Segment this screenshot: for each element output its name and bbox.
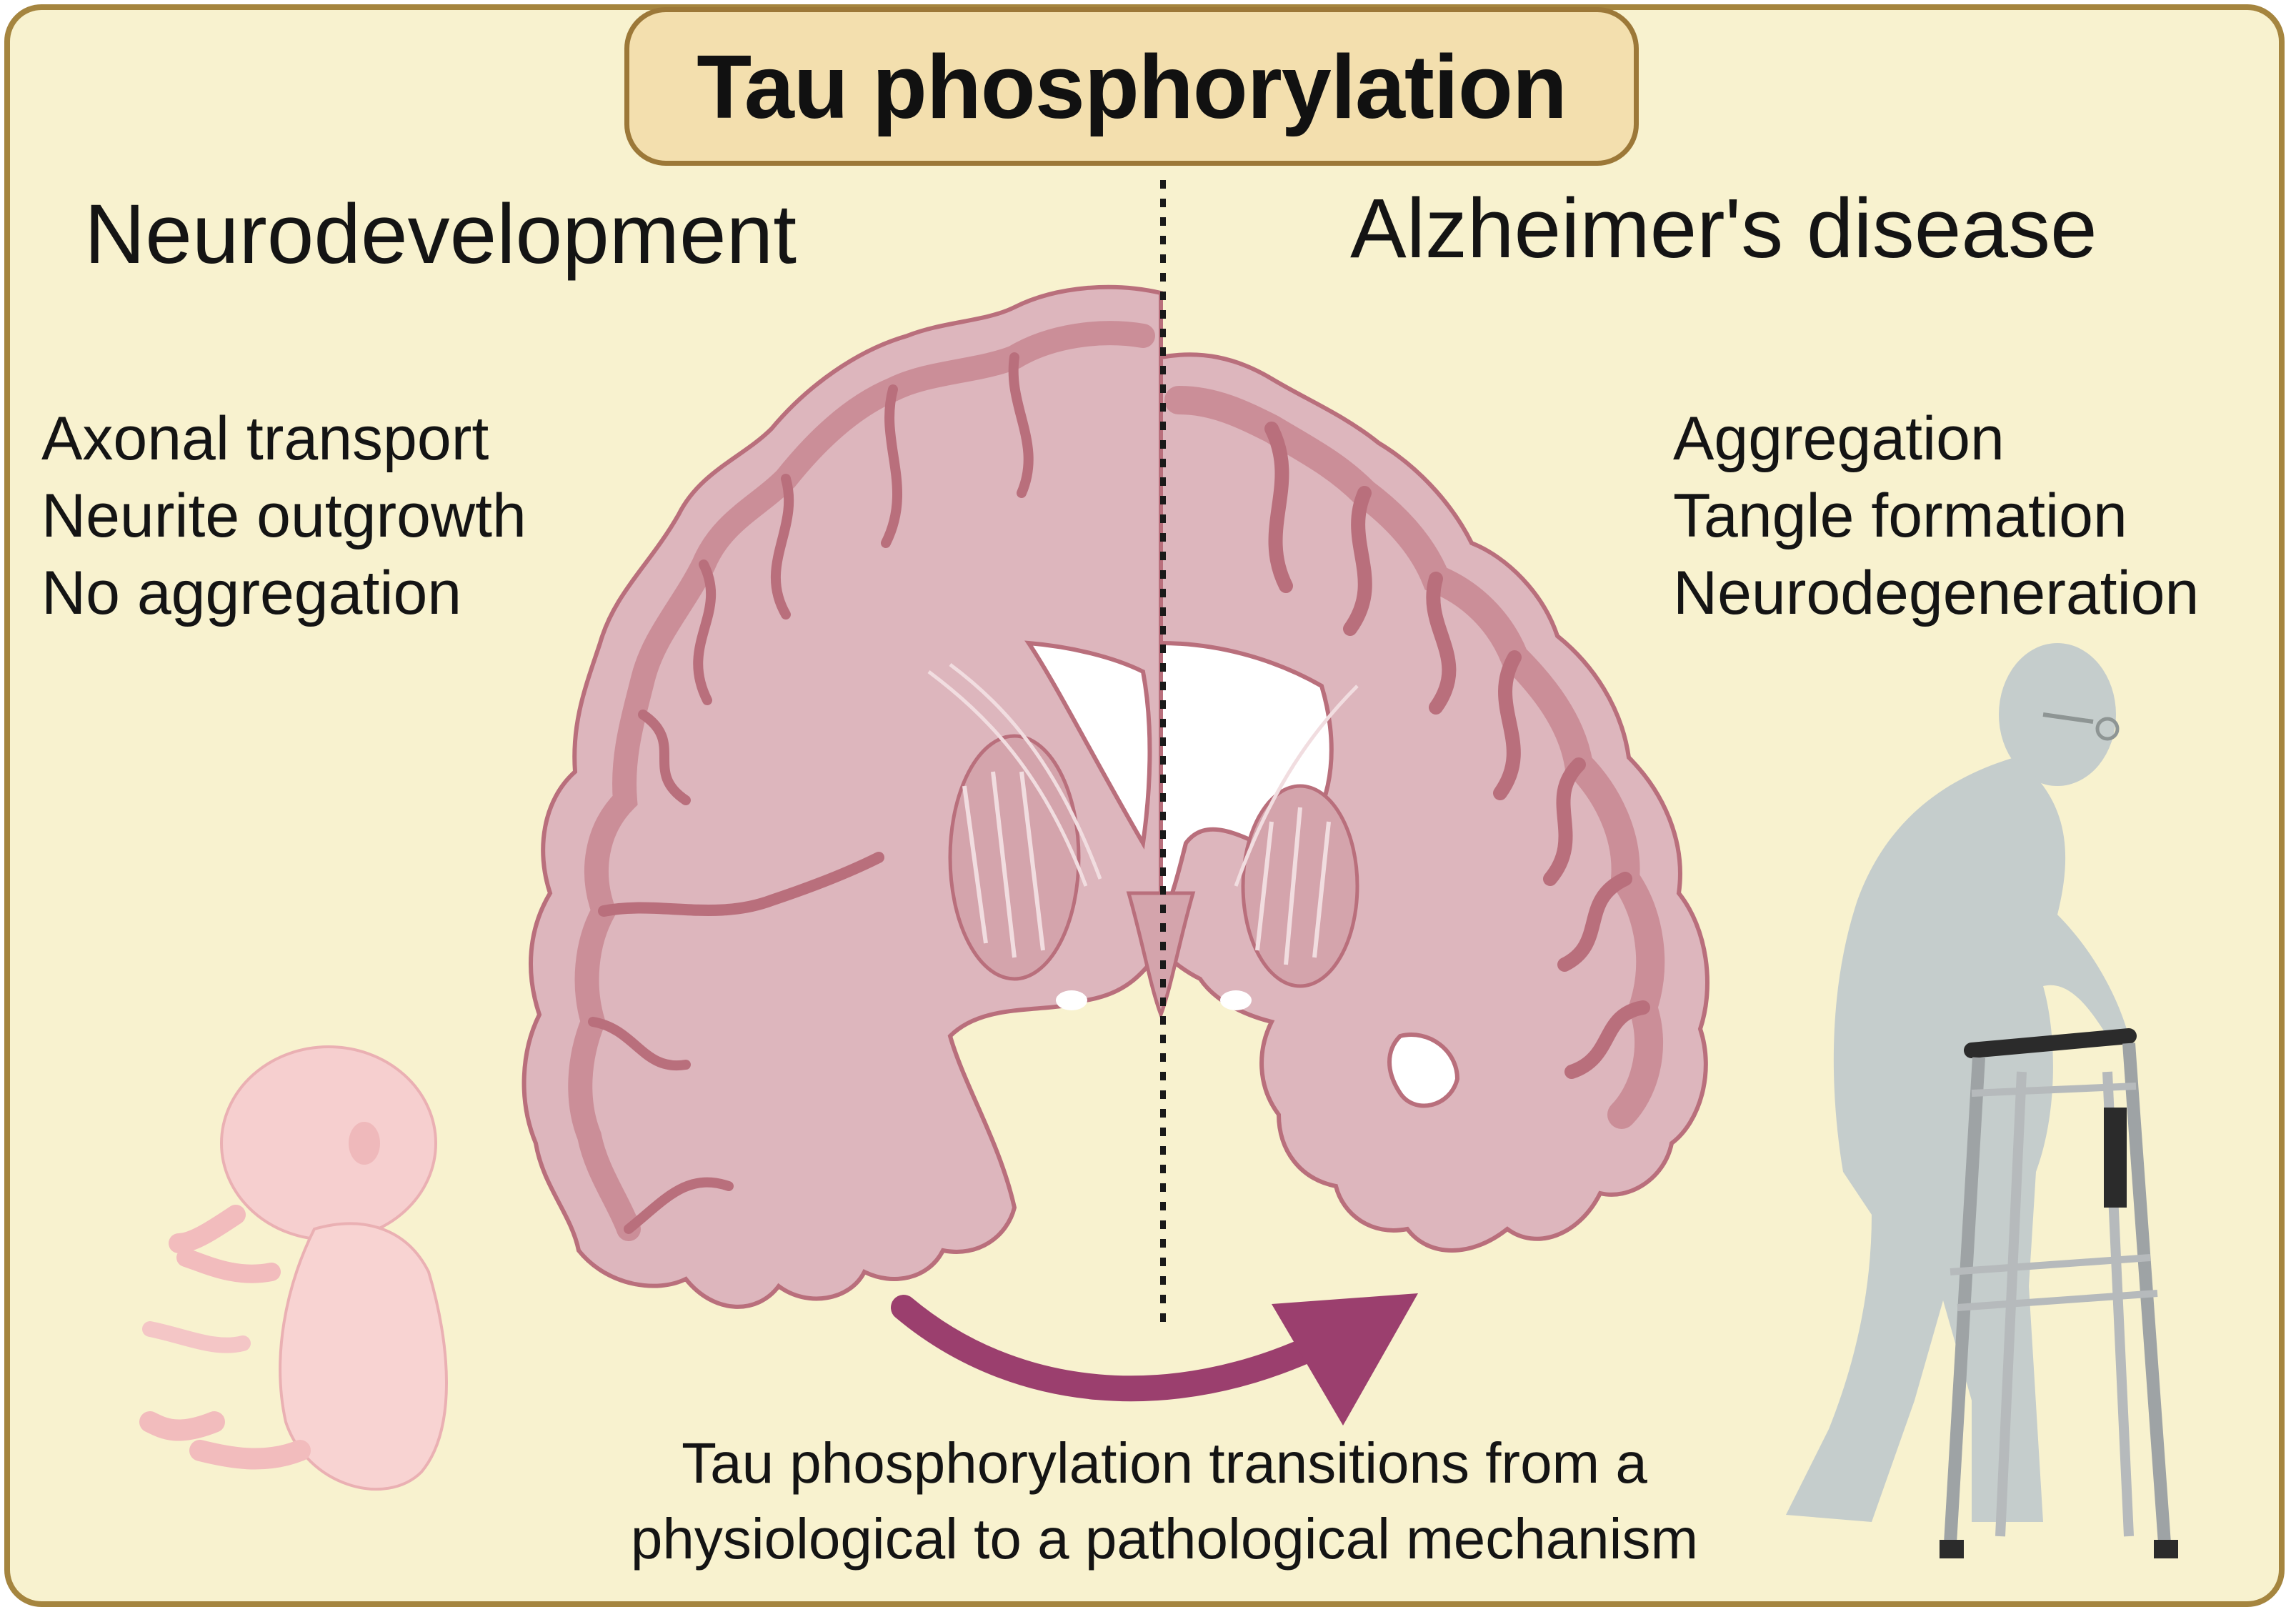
alzheimers-heading: Alzheimer's disease <box>1350 181 2097 276</box>
feature-item: Neurodegeneration <box>1673 559 2200 627</box>
elderly-person-walker-icon <box>1786 643 2178 1558</box>
transition-caption: Tau phosphorylation transitions from a p… <box>500 1426 1829 1577</box>
title-box: Tau phosphorylation <box>624 7 1639 166</box>
alzheimers-features: Aggregation Tangle formation Neurodegene… <box>1673 400 2199 632</box>
figure-title: Tau phosphorylation <box>697 36 1567 137</box>
feature-item: Neurite outgrowth <box>41 482 526 550</box>
caption-line: physiological to a pathological mechanis… <box>630 1507 1699 1571</box>
caption-line: Tau phosphorylation transitions from a <box>682 1431 1647 1495</box>
brain-right-hemisphere <box>1126 352 1709 1253</box>
feature-item: Axonal transport <box>41 404 489 473</box>
feature-item: Aggregation <box>1673 404 2005 473</box>
curved-arrow-icon <box>891 1293 1418 1426</box>
neurodevelopment-features: Axonal transport Neurite outgrowth No ag… <box>41 400 526 632</box>
feature-item: Tangle formation <box>1673 482 2127 550</box>
feature-item: No aggregation <box>41 559 462 627</box>
neurodevelopment-heading: Neurodevelopment <box>84 187 797 282</box>
fetus-icon <box>139 1045 448 1491</box>
brain-left-hemisphere <box>521 284 1163 1309</box>
